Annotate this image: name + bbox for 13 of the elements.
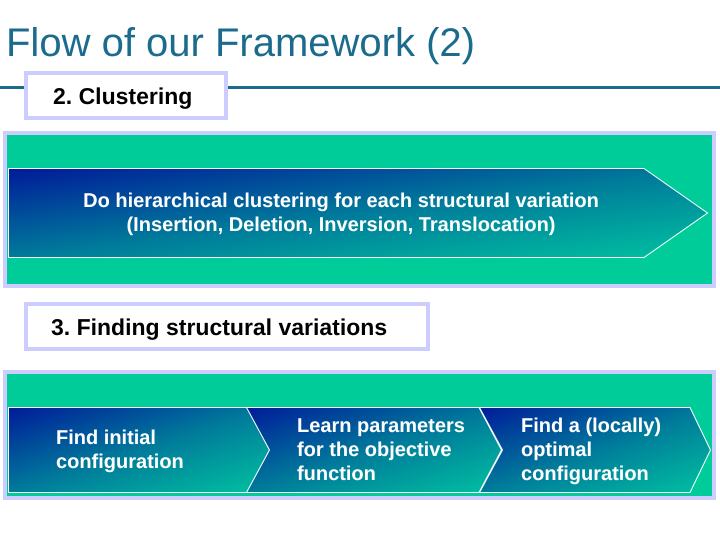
step-text: Find a (locally) optimal configuration	[521, 414, 662, 486]
process-panel	[3, 370, 716, 500]
section-heading: 2. Clustering	[24, 71, 228, 120]
section-heading: 3. Finding structural variations	[24, 302, 430, 351]
chevron-step	[8, 168, 708, 258]
chevron-step	[246, 407, 502, 493]
process-panel	[3, 131, 716, 288]
step-text: Do hierarchical clustering for each structural variation (Insertion, Deletion, Inversion, Translocation)	[82, 189, 600, 237]
chevron-step	[479, 407, 711, 493]
slide-title: Flow of our Framework (2)	[6, 20, 475, 66]
step-text: Learn parameters for the objective function	[297, 414, 466, 486]
step-text: Find initial configuration	[56, 426, 185, 474]
chevron-step	[8, 407, 270, 493]
